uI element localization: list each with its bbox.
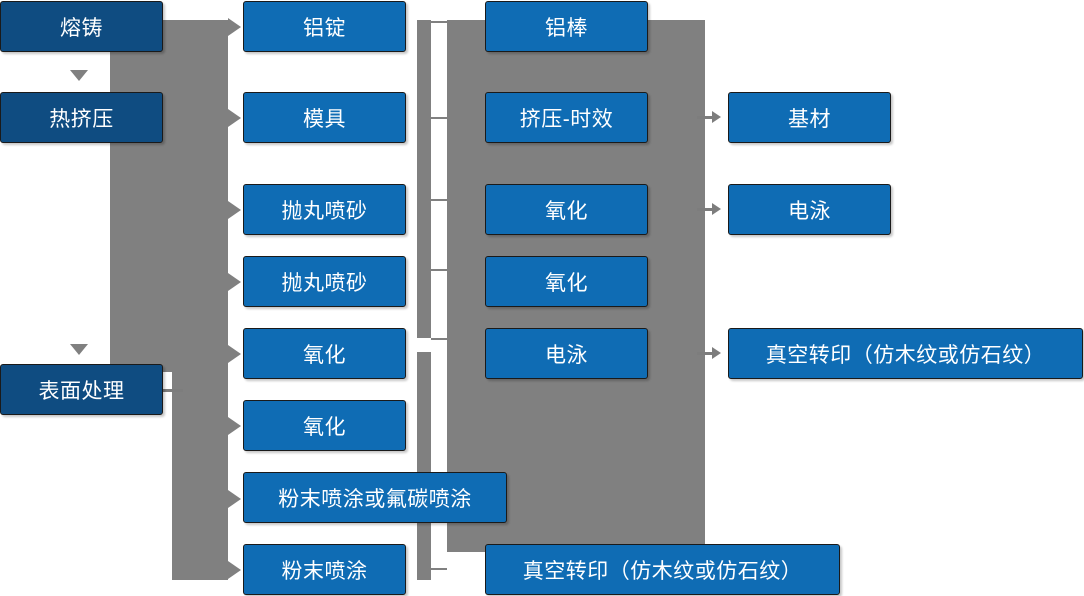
- process-label-aluminum-bar: 铝棒: [545, 16, 588, 40]
- process-box-extrusion-aging[interactable]: 挤压-时效: [485, 92, 648, 143]
- connector-tick-3: [431, 199, 447, 201]
- stage-label-hot-extrusion: 热挤压: [49, 107, 114, 131]
- process-label-aluminum-ingot: 铝锭: [303, 16, 346, 40]
- stage-box-melt-cast[interactable]: 熔铸: [0, 1, 163, 52]
- process-box-oxidation-2[interactable]: 氧化: [243, 400, 406, 451]
- output-label-base-material: 基材: [788, 107, 831, 131]
- stage-label-surface-treatment: 表面处理: [38, 379, 125, 403]
- process-label-vacuum-transfer-mid: 真空转印（仿木纹或仿石纹）: [522, 559, 803, 583]
- connector-tick-4: [431, 269, 447, 271]
- connector-tick-6: [431, 568, 447, 570]
- output-label-electrophoresis: 电泳: [788, 199, 831, 223]
- process-label-oxidation-4: 氧化: [545, 271, 588, 295]
- process-label-powder-coating: 粉末喷涂: [281, 559, 368, 583]
- output-box-electrophoresis[interactable]: 电泳: [728, 184, 891, 235]
- process-label-electrophoresis-mid: 电泳: [545, 343, 588, 367]
- process-box-oxidation-3[interactable]: 氧化: [485, 184, 648, 235]
- connector-arrow-to-mold: [228, 109, 241, 127]
- connector-left-trunk-lower: [172, 372, 228, 580]
- process-label-mold: 模具: [303, 107, 346, 131]
- connector-arrow-down-to-surface: [70, 344, 88, 355]
- process-label-shot-blast-1: 抛丸喷砂: [281, 199, 368, 223]
- process-label-oxidation-2: 氧化: [303, 415, 346, 439]
- connector-arrow-to-oxidation-1: [228, 345, 241, 363]
- connector-line-to-electrophoresis: [697, 208, 715, 211]
- connector-arrow-to-shot-blast-1: [228, 201, 241, 219]
- process-box-oxidation-1[interactable]: 氧化: [243, 328, 406, 379]
- output-box-base-material[interactable]: 基材: [728, 92, 891, 143]
- process-box-aluminum-bar[interactable]: 铝棒: [485, 1, 648, 52]
- process-label-powder-or-fluorocarbon: 粉末喷涂或氟碳喷涂: [278, 487, 472, 511]
- connector-arrow-to-powder-coating: [228, 561, 241, 579]
- process-box-shot-blast-1[interactable]: 抛丸喷砂: [243, 184, 406, 235]
- connector-middle-bar-upper: [417, 20, 431, 338]
- stage-box-hot-extrusion[interactable]: 热挤压: [0, 92, 163, 143]
- output-box-vacuum-transfer[interactable]: 真空转印（仿木纹或仿石纹）: [728, 328, 1083, 379]
- connector-line-to-vacuum-transfer: [697, 352, 715, 355]
- process-box-mold[interactable]: 模具: [243, 92, 406, 143]
- process-box-shot-blast-2[interactable]: 抛丸喷砂: [243, 256, 406, 307]
- process-label-shot-blast-2: 抛丸喷砂: [281, 271, 368, 295]
- connector-tick-1: [431, 21, 447, 23]
- process-box-oxidation-4[interactable]: 氧化: [485, 256, 648, 307]
- process-box-vacuum-transfer-mid[interactable]: 真空转印（仿木纹或仿石纹）: [485, 544, 840, 595]
- process-box-powder-or-fluorocarbon[interactable]: 粉末喷涂或氟碳喷涂: [243, 472, 507, 523]
- connector-line-to-base-material: [697, 116, 715, 119]
- process-box-powder-coating[interactable]: 粉末喷涂: [243, 544, 406, 595]
- connector-arrow-to-electrophoresis: [712, 203, 721, 215]
- connector-arrow-to-powder-or-fluorocarbon: [228, 490, 241, 508]
- connector-arrow-to-oxidation-2: [228, 417, 241, 435]
- process-label-extrusion-aging: 挤压-时效: [519, 107, 614, 131]
- connector-arrow-to-vacuum-transfer: [712, 347, 721, 359]
- output-label-vacuum-transfer: 真空转印（仿木纹或仿石纹）: [765, 343, 1046, 367]
- connector-arrow-to-aluminum-ingot: [228, 18, 241, 36]
- connector-middle-bar-lower: [417, 352, 431, 580]
- connector-arrow-down-melt-to-extrusion: [70, 70, 88, 81]
- process-label-oxidation-1: 氧化: [303, 343, 346, 367]
- connector-left-trunk-upper: [110, 20, 228, 372]
- stage-box-surface-treatment[interactable]: 表面处理: [0, 364, 163, 415]
- process-box-aluminum-ingot[interactable]: 铝锭: [243, 1, 406, 52]
- connector-tick-5: [431, 338, 447, 340]
- process-box-electrophoresis-mid[interactable]: 电泳: [485, 328, 648, 379]
- connector-arrow-to-base-material: [712, 111, 721, 123]
- connector-tick-2: [431, 117, 447, 119]
- connector-arrow-to-shot-blast-2: [228, 273, 241, 291]
- stage-label-melt-cast: 熔铸: [60, 16, 103, 40]
- process-label-oxidation-3: 氧化: [545, 199, 588, 223]
- connector-surface-treatment-stub: [163, 389, 183, 392]
